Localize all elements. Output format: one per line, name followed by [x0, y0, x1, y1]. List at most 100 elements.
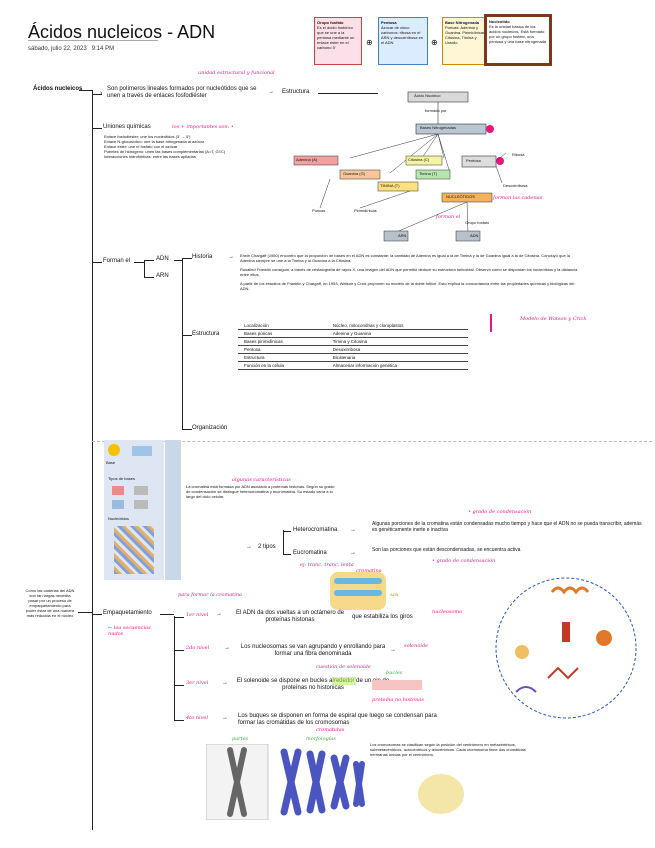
table-cell: Localización — [238, 322, 327, 330]
map-purine-guanine: Guanina (G) — [343, 171, 366, 176]
nucleotide-box-text: Es la unidad básica de los ácidos nuclei… — [489, 24, 547, 44]
nucleotide-box-title: Nucleótido — [489, 19, 510, 24]
page-date: sábado, julio 22, 2023 9:14 PM — [28, 46, 114, 52]
annotation-bonds: los + importantes son: • — [172, 124, 234, 130]
table-cell: Bases púricas — [238, 329, 327, 338]
arrow-right-icon: → — [216, 611, 222, 617]
pentose-box-text: Azúcar de cinco carbonos: ribosa en el A… — [381, 25, 424, 45]
pentose-box-title: Pentosa — [381, 20, 397, 25]
map-top-label: Ácido Nucleico — [414, 93, 441, 98]
bond-line: Puentes de hidrógeno: unen las bases com… — [104, 149, 226, 154]
map-purine-label: Púricas — [312, 208, 326, 213]
map-thymine-label: TIMINA (T) — [380, 183, 400, 188]
dna-label: ADN — [156, 256, 169, 262]
arrow-right-icon: → — [222, 715, 228, 721]
protein-illustration — [372, 680, 422, 690]
highlight-bucles — [332, 677, 356, 685]
arrow-right-icon: → — [350, 550, 356, 556]
arrow-right-icon: → — [390, 647, 396, 653]
bonds-title: Uniones químicas — [103, 124, 151, 130]
annotation-watson: Modelo de Watson y Crick — [520, 316, 587, 322]
map-pyrimidine-label: Pirimidínicas — [354, 208, 377, 213]
euchromatin-desc: Son las porciones que están descondensad… — [372, 547, 521, 553]
annotation-loops: bucles — [386, 670, 403, 676]
map-dna: ADN — [470, 233, 479, 238]
organization-label: Organización — [192, 425, 228, 431]
table-cell: Función en la célula — [238, 361, 327, 370]
chromatin-illustration — [330, 572, 386, 610]
divider — [92, 441, 652, 443]
bond-line: Enlace N-glucosídico: une la base nitrog… — [104, 139, 205, 144]
heterochromatin-desc: Algunas porciones de la cromatina están … — [372, 521, 642, 533]
table-cell: Timina y Citosina — [326, 337, 468, 346]
base-box-title: Base Nitrogenada — [445, 20, 480, 25]
structure-branch-label: Estructura — [192, 331, 220, 337]
label-partes: partes — [232, 736, 249, 742]
bottom-text: Los cromosomas se clasifican según la po… — [370, 742, 526, 757]
forms-label: Forman el — [103, 258, 131, 264]
label-morfologias: morfologías — [306, 736, 336, 742]
history-text: Erwin Chargaff (1950) encontró que la pr… — [240, 253, 580, 291]
page-title: Ácidos nucleicos - ADN — [28, 22, 216, 42]
map-phosphate: Grupo fosfato — [465, 220, 490, 225]
illustration-strip — [165, 440, 181, 580]
side-label: Base — [106, 460, 116, 465]
packing-side-text: Como las cadenas del ADN son tan largas … — [25, 588, 75, 618]
level-1-text: El ADN da dos vueltas a un octámero de p… — [235, 610, 345, 623]
chars-text: La cromatina está formada por ADN asocia… — [186, 484, 335, 499]
pentose-box: Pentosa Azúcar de cinco carbonos: ribosa… — [378, 17, 428, 65]
map-pentose-deoxy: Desoxirribosa — [503, 183, 528, 188]
base-box: Base Nitrogenada Púricas: Adenina y Guan… — [442, 17, 490, 65]
annotation-chars: algunas características — [232, 477, 291, 483]
phosphate-box: Grupo fosfato Es el ácido fosfórico que … — [314, 17, 362, 65]
date-text: sábado, julio 22, 2023 — [28, 46, 87, 52]
title-underline — [28, 40, 158, 41]
side-label: Nucleótidos — [108, 516, 129, 521]
annotation-fiber: para formar la cromatina — [178, 592, 242, 598]
annotation-condensation-bare: cuestión de solenoide — [316, 664, 371, 670]
side-label: Tipos de bases — [108, 476, 135, 481]
cell-illustration — [418, 774, 464, 814]
chromosome-illustration — [206, 744, 365, 820]
time-text: 9:14 PM — [91, 46, 115, 52]
map-nucleotide: NUCLEÓTIDOS — [446, 194, 475, 199]
arrow-right-icon: › — [100, 90, 103, 97]
map-pink-left: forman el — [436, 214, 461, 220]
history-paragraph: A partir de los estudios de Franklin y C… — [240, 281, 575, 291]
structure-label: Estructura — [282, 89, 310, 95]
annotation-sublabels: ej: tranc, tranc, lenta — [300, 562, 354, 568]
table-cell: Adenina y Guanina — [326, 329, 468, 338]
phosphate-box-title: Grupo fosfato — [317, 20, 344, 25]
annotation-protein: proteína no histonas — [372, 697, 424, 703]
bond-line: Enlace fosfodiéster: une los nucleótidos… — [104, 134, 191, 139]
level-2-text: Los nucleosomas se van agrupando y enrol… — [240, 644, 386, 657]
annotation-chromo: cromátidas — [316, 727, 345, 733]
map-bases-label: Bases Nitrogenadas — [420, 125, 457, 130]
pink-brace — [490, 314, 492, 332]
level-4-text: Los buques se disponen en forma de espir… — [238, 713, 437, 726]
map-purine-adenine: Adenina (A) — [296, 157, 318, 162]
nucleotide-illustration: Base Tipos de bases Nucleótidos — [104, 440, 164, 580]
table-cell: Núcleo, mitocondrias y cloroplastos — [326, 322, 468, 330]
annotation-left-sub: ← loa secuencias nudos — [108, 625, 151, 637]
table-cell: Pentosa — [238, 345, 327, 354]
level-3-text: El solenoide se dispone en bucles alrede… — [236, 678, 390, 691]
table-cell: Almacenar información genética — [326, 361, 468, 370]
plus-icon: ⊕ — [366, 38, 373, 47]
nucleotide-box: Nucleótido Es la unidad básica de los ác… — [484, 14, 552, 66]
map-formed-by: formado por — [425, 108, 447, 113]
annotation-structural: unidad estructural y funcional — [198, 70, 275, 76]
rna-label: ARN — [156, 273, 169, 279]
history-paragraph: Erwin Chargaff (1950) encontró que la pr… — [240, 253, 570, 263]
definition-text: Son polímeros lineales formados por nucl… — [107, 86, 257, 99]
table-cell: Bases pirimidínicas — [238, 337, 327, 346]
arrow-right-icon: → — [350, 527, 356, 533]
base-box-text: Púricas: Adenina y Guanina. Pirimidínica… — [445, 25, 487, 45]
annotation-plasmid: cromatina — [356, 568, 382, 574]
